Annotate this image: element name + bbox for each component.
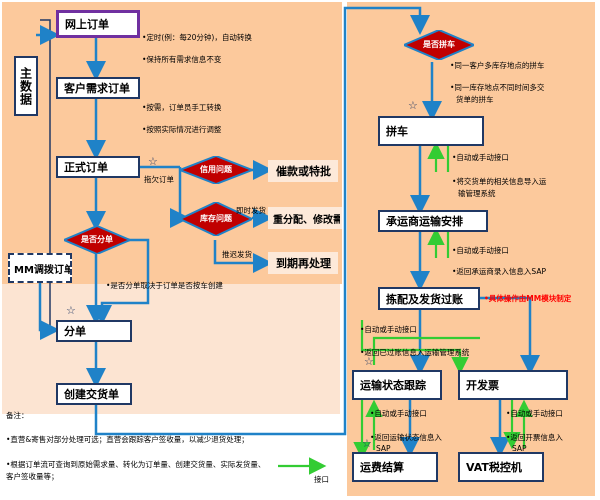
invoice-box: 开发票 bbox=[458, 370, 568, 400]
left-panel bbox=[2, 2, 342, 284]
text-delay-ship: 推迟发货 bbox=[222, 250, 252, 259]
consolidate-diamond-label: 是否拼车 bbox=[423, 40, 455, 49]
text-interface-3: •自动或手动接口 bbox=[360, 325, 417, 334]
pick-ship-box: 拣配及发货过账 bbox=[378, 287, 480, 310]
customer-demand-box: 客户需求订单 bbox=[56, 77, 140, 99]
split-order-box: 分单 bbox=[56, 320, 132, 342]
note-title: 备注： bbox=[6, 411, 29, 420]
text-adjust: •按照实际情况进行调整 bbox=[142, 125, 222, 134]
text-interface-2: •自动或手动接口 bbox=[452, 246, 509, 255]
text-overdue-order: 拖欠订单 bbox=[144, 175, 174, 184]
text-manual-convert: •按需，订单员手工转换 bbox=[142, 103, 222, 112]
note-line-2b: 客户签收量等； bbox=[6, 472, 59, 481]
text-auto-convert: •定时(例：每20分钟)，自动转换 bbox=[142, 33, 252, 42]
text-interface-1: •自动或手动接口 bbox=[452, 153, 509, 162]
split-diamond-label: 是否分单 bbox=[81, 235, 113, 244]
note-line-1: •直营&寄售对部分处理可选；直营会跟踪客户签收量，以减少退货处理； bbox=[6, 435, 249, 444]
stock-diamond-label: 库存问题 bbox=[200, 214, 232, 223]
text-interface-4: •自动或手动接口 bbox=[370, 409, 427, 418]
expire-box: 到期再处理 bbox=[268, 252, 338, 274]
text-split-rule: •是否分单取决于订单是否按车创建 bbox=[106, 281, 223, 290]
text-mm-rule: •具体操作由MM模块制定 bbox=[484, 294, 572, 303]
consolidate-box: 拼车 bbox=[378, 116, 484, 146]
text-same-storage: •同一库存地点不同时间多交 bbox=[450, 83, 545, 92]
star-icon: ☆ bbox=[148, 155, 158, 168]
text-interface-5: •自动或手动接口 bbox=[506, 409, 563, 418]
mm-order-box: MM调拨订单 bbox=[8, 253, 72, 283]
text-same-customer: •同一客户多库存地点的拼车 bbox=[450, 61, 545, 70]
reassign-box: 重分配、修改需求 bbox=[268, 207, 342, 229]
text-keep-info: •保持所有需求信息不变 bbox=[142, 55, 222, 64]
online-order-box: 网上订单 bbox=[56, 10, 140, 38]
note-line-2: •根据订单流可查询到原始需求量、转化为订单量、创建交货量、实际发货量、 bbox=[6, 460, 266, 469]
text-immediate-ship: 即时发货 bbox=[236, 206, 266, 215]
text-invoice-return: •返回开票信息入 bbox=[506, 433, 563, 442]
star-icon: ☆ bbox=[364, 355, 374, 368]
star-icon: ☆ bbox=[408, 99, 418, 112]
stock-diamond bbox=[180, 202, 252, 236]
carrier-arrange-box: 承运商运输安排 bbox=[378, 210, 488, 232]
transport-track-box: 运输状态跟踪 bbox=[352, 370, 442, 400]
star-icon: ☆ bbox=[362, 437, 372, 450]
text-import-tms: •将交货单的相关信息导入运 bbox=[452, 177, 547, 186]
right-panel bbox=[347, 2, 595, 496]
formal-order-box: 正式订单 bbox=[56, 156, 140, 178]
vat-tax-box: VAT税控机 bbox=[458, 452, 544, 482]
star-icon: ☆ bbox=[66, 304, 76, 317]
create-delivery-box: 创建交货单 bbox=[56, 383, 132, 405]
freight-settle-box: 运费结算 bbox=[352, 452, 438, 482]
text-same-storage-b: 货单的拼车 bbox=[456, 95, 494, 104]
legend-interface-label: 接口 bbox=[314, 475, 329, 484]
text-carrier-return: •返回承运商录入信息入SAP bbox=[452, 267, 546, 276]
consolidate-diamond bbox=[404, 30, 474, 60]
text-status-return-b: SAP bbox=[376, 444, 391, 453]
text-status-return: •返回运输状态信息入 bbox=[370, 433, 442, 442]
text-invoice-return-b: SAP bbox=[512, 444, 527, 453]
main-data-box: 主数据 bbox=[14, 56, 38, 116]
credit-diamond-label: 信用问题 bbox=[200, 165, 232, 174]
urge-payment-box: 催款或特批 bbox=[268, 160, 338, 182]
credit-diamond bbox=[180, 156, 252, 184]
text-import-tms-b: 输管理系统 bbox=[458, 189, 496, 198]
text-posted-return: •返回已过账信息入运输管理系统 bbox=[360, 348, 470, 357]
split-diamond bbox=[64, 226, 130, 254]
